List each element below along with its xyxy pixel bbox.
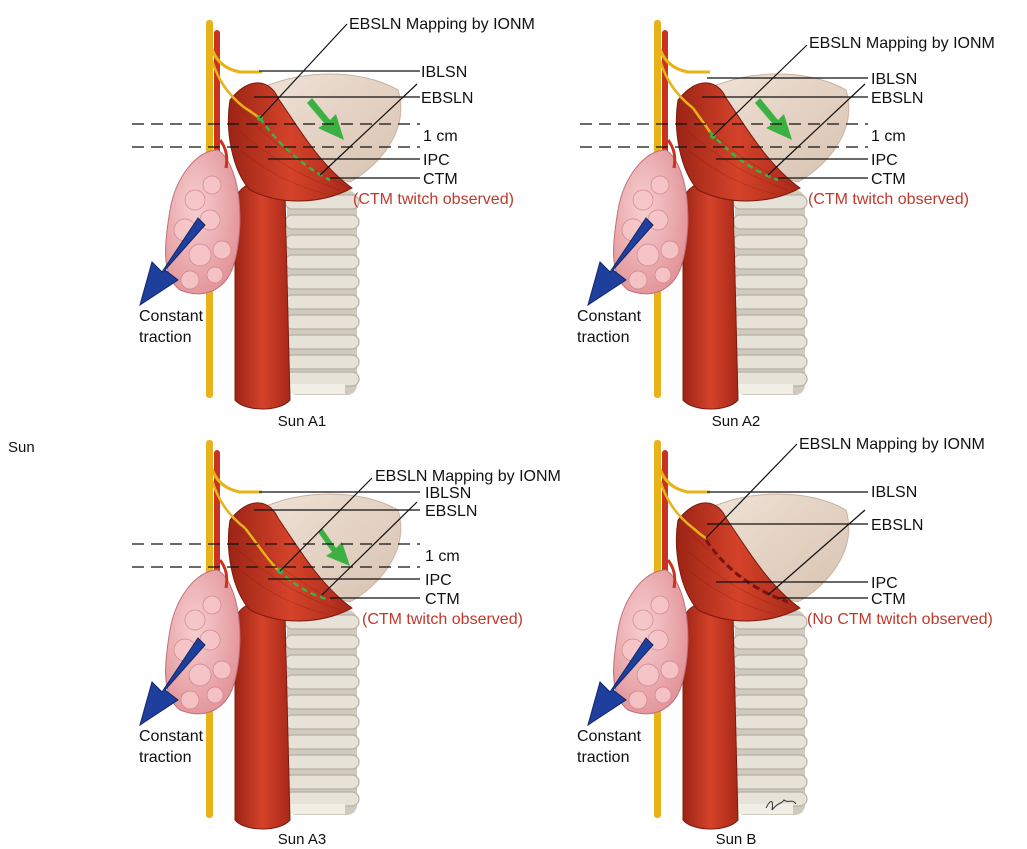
label-constant: Constant [139, 308, 204, 325]
caption-sun-a3: Sun A3 [278, 831, 326, 848]
panel-sun-a1: EBSLN Mapping by IONM IBLSN EBSLN 1 cm I… [132, 16, 535, 430]
caption-sun-a2: Sun A2 [712, 413, 760, 430]
label-mapping: EBSLN Mapping by IONM [375, 468, 561, 485]
label-ibl: IBLSN [425, 485, 471, 502]
label-mapping: EBSLN Mapping by IONM [799, 436, 985, 453]
label-ibl: IBLSN [421, 64, 467, 81]
caption-sun-a1: Sun A1 [278, 413, 326, 430]
label-ctm: CTM [423, 171, 458, 188]
label-traction: traction [577, 749, 629, 766]
label-mapping: EBSLN Mapping by IONM [809, 35, 995, 52]
label-traction: traction [139, 749, 191, 766]
label-ebsln: EBSLN [421, 90, 473, 107]
label-ibl: IBLSN [871, 71, 917, 88]
label-1cm: 1 cm [871, 128, 906, 145]
label-ipc: IPC [425, 572, 452, 589]
label-mapping: EBSLN Mapping by IONM [349, 16, 535, 33]
caption-sun-b: Sun B [716, 831, 757, 848]
label-ipc: IPC [871, 152, 898, 169]
label-ebsln: EBSLN [871, 90, 923, 107]
label-constant: Constant [139, 728, 204, 745]
label-constant: Constant [577, 728, 642, 745]
label-ebsln: EBSLN [871, 517, 923, 534]
label-ebsln: EBSLN [425, 503, 477, 520]
label-ctm: CTM [871, 591, 906, 608]
panel-sun-b: EBSLN Mapping by IONM IBLSN EBSLN IPC CT… [577, 436, 993, 848]
label-traction: traction [139, 329, 191, 346]
panel-sun-a3: EBSLN Mapping by IONM IBLSN EBSLN 1 cm I… [132, 440, 561, 848]
label-ctm: CTM [871, 171, 906, 188]
label-twitch: (CTM twitch observed) [362, 611, 523, 628]
label-1cm: 1 cm [423, 128, 458, 145]
label-twitch: (CTM twitch observed) [353, 191, 514, 208]
label-twitch: (CTM twitch observed) [808, 191, 969, 208]
label-1cm: 1 cm [425, 548, 460, 565]
label-ipc: IPC [871, 575, 898, 592]
label-constant: Constant [577, 308, 642, 325]
label-ctm: CTM [425, 591, 460, 608]
label-traction: traction [577, 329, 629, 346]
label-no-twitch: (No CTM twitch observed) [807, 611, 993, 628]
label-ibl: IBLSN [871, 484, 917, 501]
label-ipc: IPC [423, 152, 450, 169]
panel-sun-a2: EBSLN Mapping by IONM IBLSN EBSLN 1 cm I… [577, 20, 995, 430]
